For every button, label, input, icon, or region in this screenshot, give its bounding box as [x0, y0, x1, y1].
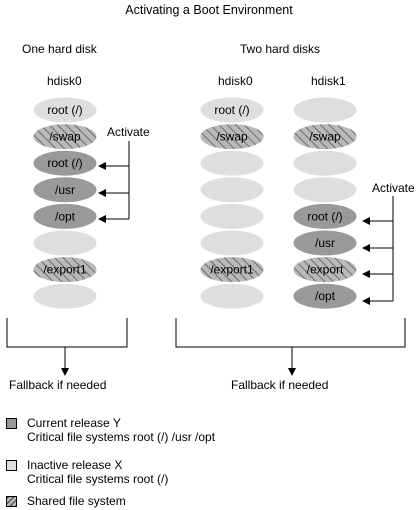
right-hdisk0-platter-6	[199, 229, 265, 257]
left-hdisk0-platter-8	[32, 282, 98, 310]
left-fallback-bracket	[6, 318, 128, 348]
legend-swatch-current-release	[6, 418, 17, 429]
left-hdisk0-platter-3-label: root (/)	[47, 156, 82, 170]
diagram-title: Activating a Boot Environment	[125, 3, 293, 17]
right-hdisk1-platter-6: /usr	[292, 229, 358, 257]
right-hdisk1-platter-2-label: /swap	[309, 130, 341, 144]
right-disk1-label: hdisk1	[311, 74, 346, 88]
right-hdisk1-platter-5: root (/)	[292, 202, 358, 230]
right-hdisk0-platter-3	[199, 149, 265, 177]
left-disk-label: hdisk0	[47, 74, 82, 88]
right-hdisk0-platter-7-label: /export1	[210, 263, 254, 277]
left-hdisk0-platter-2-label: /swap	[49, 130, 81, 144]
right-hdisk1-platter-8-label: /opt	[315, 289, 336, 303]
left-hdisk0-platter-1: root (/)	[32, 96, 98, 124]
legend-swatch-shared-file-system	[6, 496, 17, 507]
legend-swatch-inactive-release	[6, 460, 17, 471]
legend-inactive-release-title: Inactive release X	[27, 458, 123, 472]
right-fallback-bracket	[175, 318, 406, 348]
left-hdisk0-platter-3: root (/)	[32, 149, 98, 177]
right-hdisk0-platter-2: /swap	[199, 123, 265, 151]
left-panel-heading: One hard disk	[22, 42, 97, 56]
right-hdisk0-platter-7: /export1	[199, 256, 265, 284]
right-hdisk0-platter-8	[199, 282, 265, 310]
right-activate-label: Activate	[372, 181, 415, 195]
right-hdisk1-platter-7: /export	[292, 256, 358, 284]
right-panel-heading: Two hard disks	[240, 42, 321, 56]
right-disk0-label: hdisk0	[218, 74, 253, 88]
right-hdisk1-platter-7-label: /export	[307, 263, 344, 277]
right-hdisk1-platter-6-label: /usr	[315, 236, 335, 250]
left-hdisk0-platter-4-label: /usr	[55, 183, 75, 197]
right-hdisk0-platter-1-label: root (/)	[214, 103, 249, 117]
legend-shared-file-system-title: Shared file system	[27, 494, 126, 508]
right-fallback-label: Fallback if needed	[231, 378, 329, 392]
right-hdisk1-platter-2: /swap	[292, 123, 358, 151]
left-activate-label: Activate	[107, 125, 150, 139]
legend-inactive-release-detail: Critical file systems root (/)	[27, 472, 169, 486]
right-hdisk1-platter-5-label: root (/)	[307, 209, 342, 223]
left-hdisk0-platter-6	[32, 229, 98, 257]
right-hdisk1-platter-8: /opt	[292, 282, 358, 310]
right-hdisk0-platter-1: root (/)	[199, 96, 265, 124]
left-hdisk0-platter-5-label: /opt	[55, 209, 76, 223]
left-hdisk0-platter-7: /export1	[32, 256, 98, 284]
legend-current-release-title: Current release Y	[27, 416, 121, 430]
right-hdisk0-platter-4	[199, 176, 265, 204]
left-hdisk0-platter-4: /usr	[32, 176, 98, 204]
left-fallback-label: Fallback if needed	[9, 378, 107, 392]
right-hdisk1-platter-4	[292, 176, 358, 204]
left-hdisk0-platter-1-label: root (/)	[47, 103, 82, 117]
right-hdisk1-platter-3	[292, 149, 358, 177]
right-hdisk0-platter-2-label: /swap	[216, 130, 248, 144]
left-hdisk0-platter-2: /swap	[32, 123, 98, 151]
legend-current-release-detail: Critical file systems root (/) /usr /opt	[27, 430, 216, 444]
left-hdisk0-platter-7-label: /export1	[43, 263, 87, 277]
right-hdisk0-platter-5	[199, 202, 265, 230]
left-hdisk0-platter-5: /opt	[32, 202, 98, 230]
right-hdisk1-platter-1	[292, 96, 358, 124]
